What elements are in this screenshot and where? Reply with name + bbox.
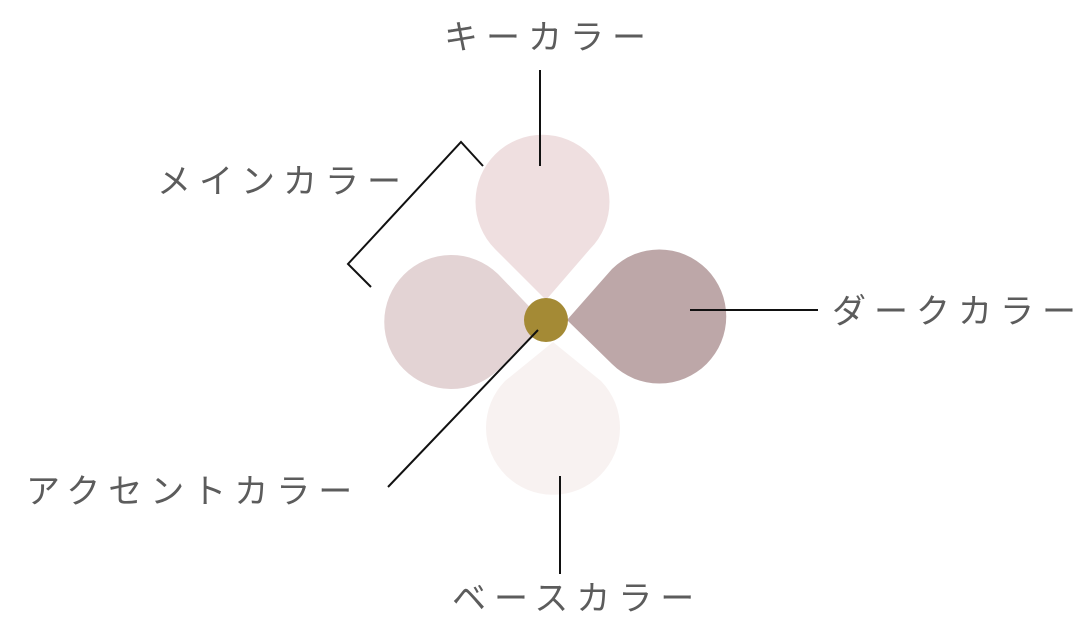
main-color-petal	[384, 255, 544, 389]
dark-color-petal	[567, 249, 727, 384]
base-color-petal	[485, 342, 620, 495]
accent-color-dot	[524, 298, 568, 342]
base-color-label: ベースカラー	[452, 579, 702, 617]
accent-leader-line	[387, 329, 539, 488]
key-color-petal	[475, 134, 610, 300]
main-color-label: メインカラー	[157, 162, 409, 202]
key-color-label: キーカラー	[444, 18, 654, 58]
accent-color-label: アクセントカラー	[26, 472, 360, 512]
main-bracket-line	[346, 140, 484, 288]
dark-color-label: ダークカラー	[832, 292, 1084, 332]
